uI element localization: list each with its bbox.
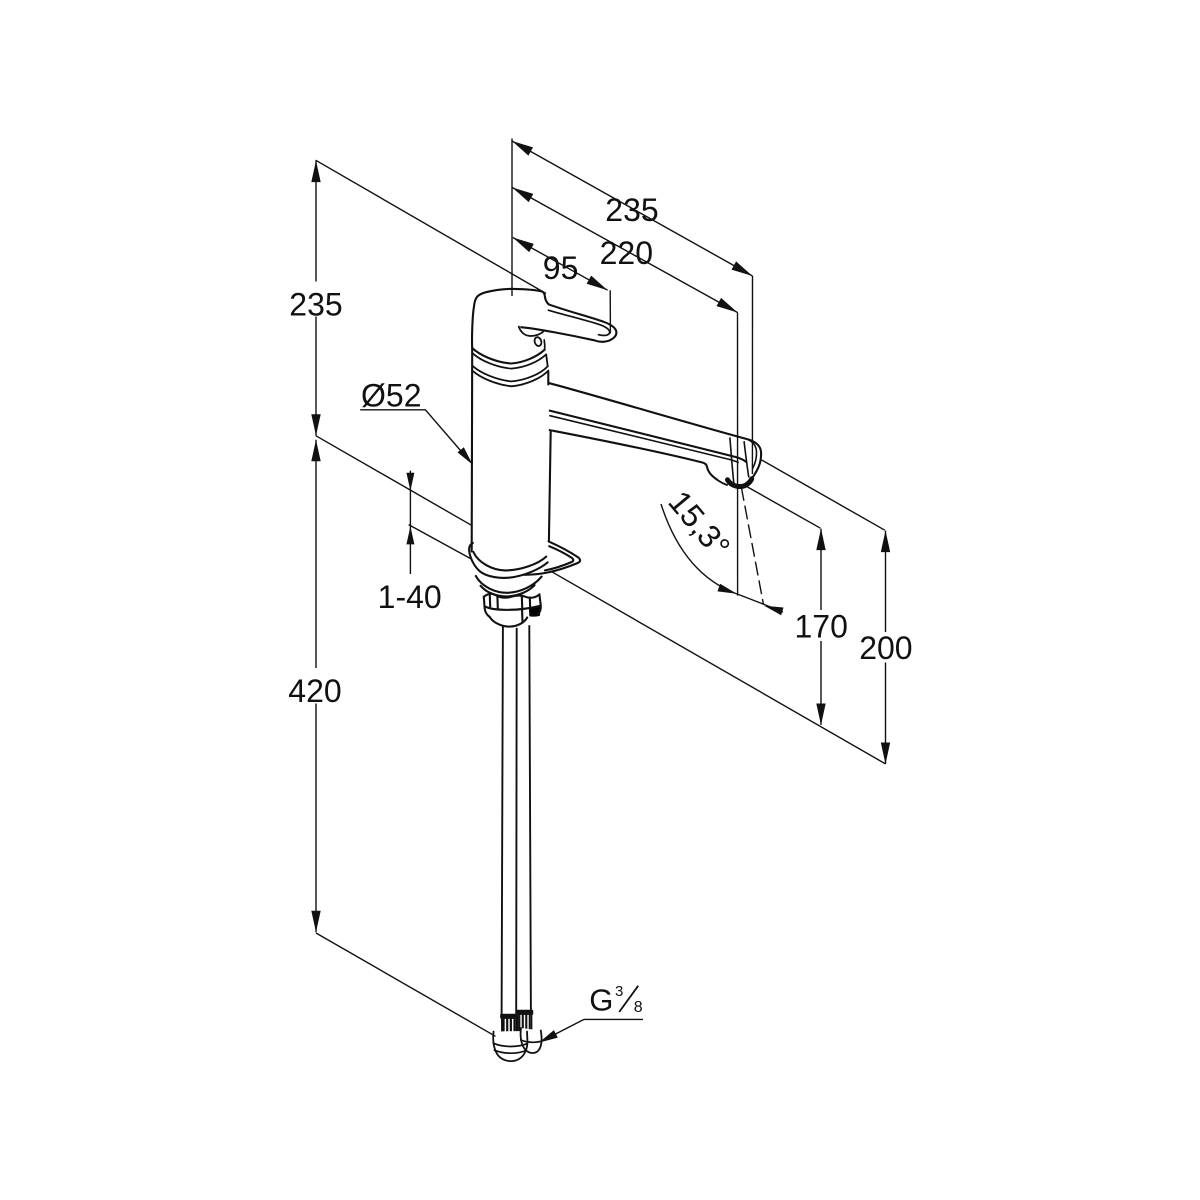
svg-text:8: 8 [634,999,643,1016]
svg-text:200: 200 [859,630,912,666]
svg-text:235: 235 [605,192,658,228]
svg-text:420: 420 [288,673,341,709]
svg-text:235: 235 [289,286,342,322]
svg-text:3: 3 [615,983,623,1000]
svg-text:Ø52: Ø52 [361,378,421,414]
svg-text:220: 220 [600,235,653,271]
svg-text:95: 95 [543,250,579,286]
svg-text:G: G [589,983,613,1018]
svg-text:1-40: 1-40 [378,579,442,615]
svg-text:170: 170 [795,608,848,644]
